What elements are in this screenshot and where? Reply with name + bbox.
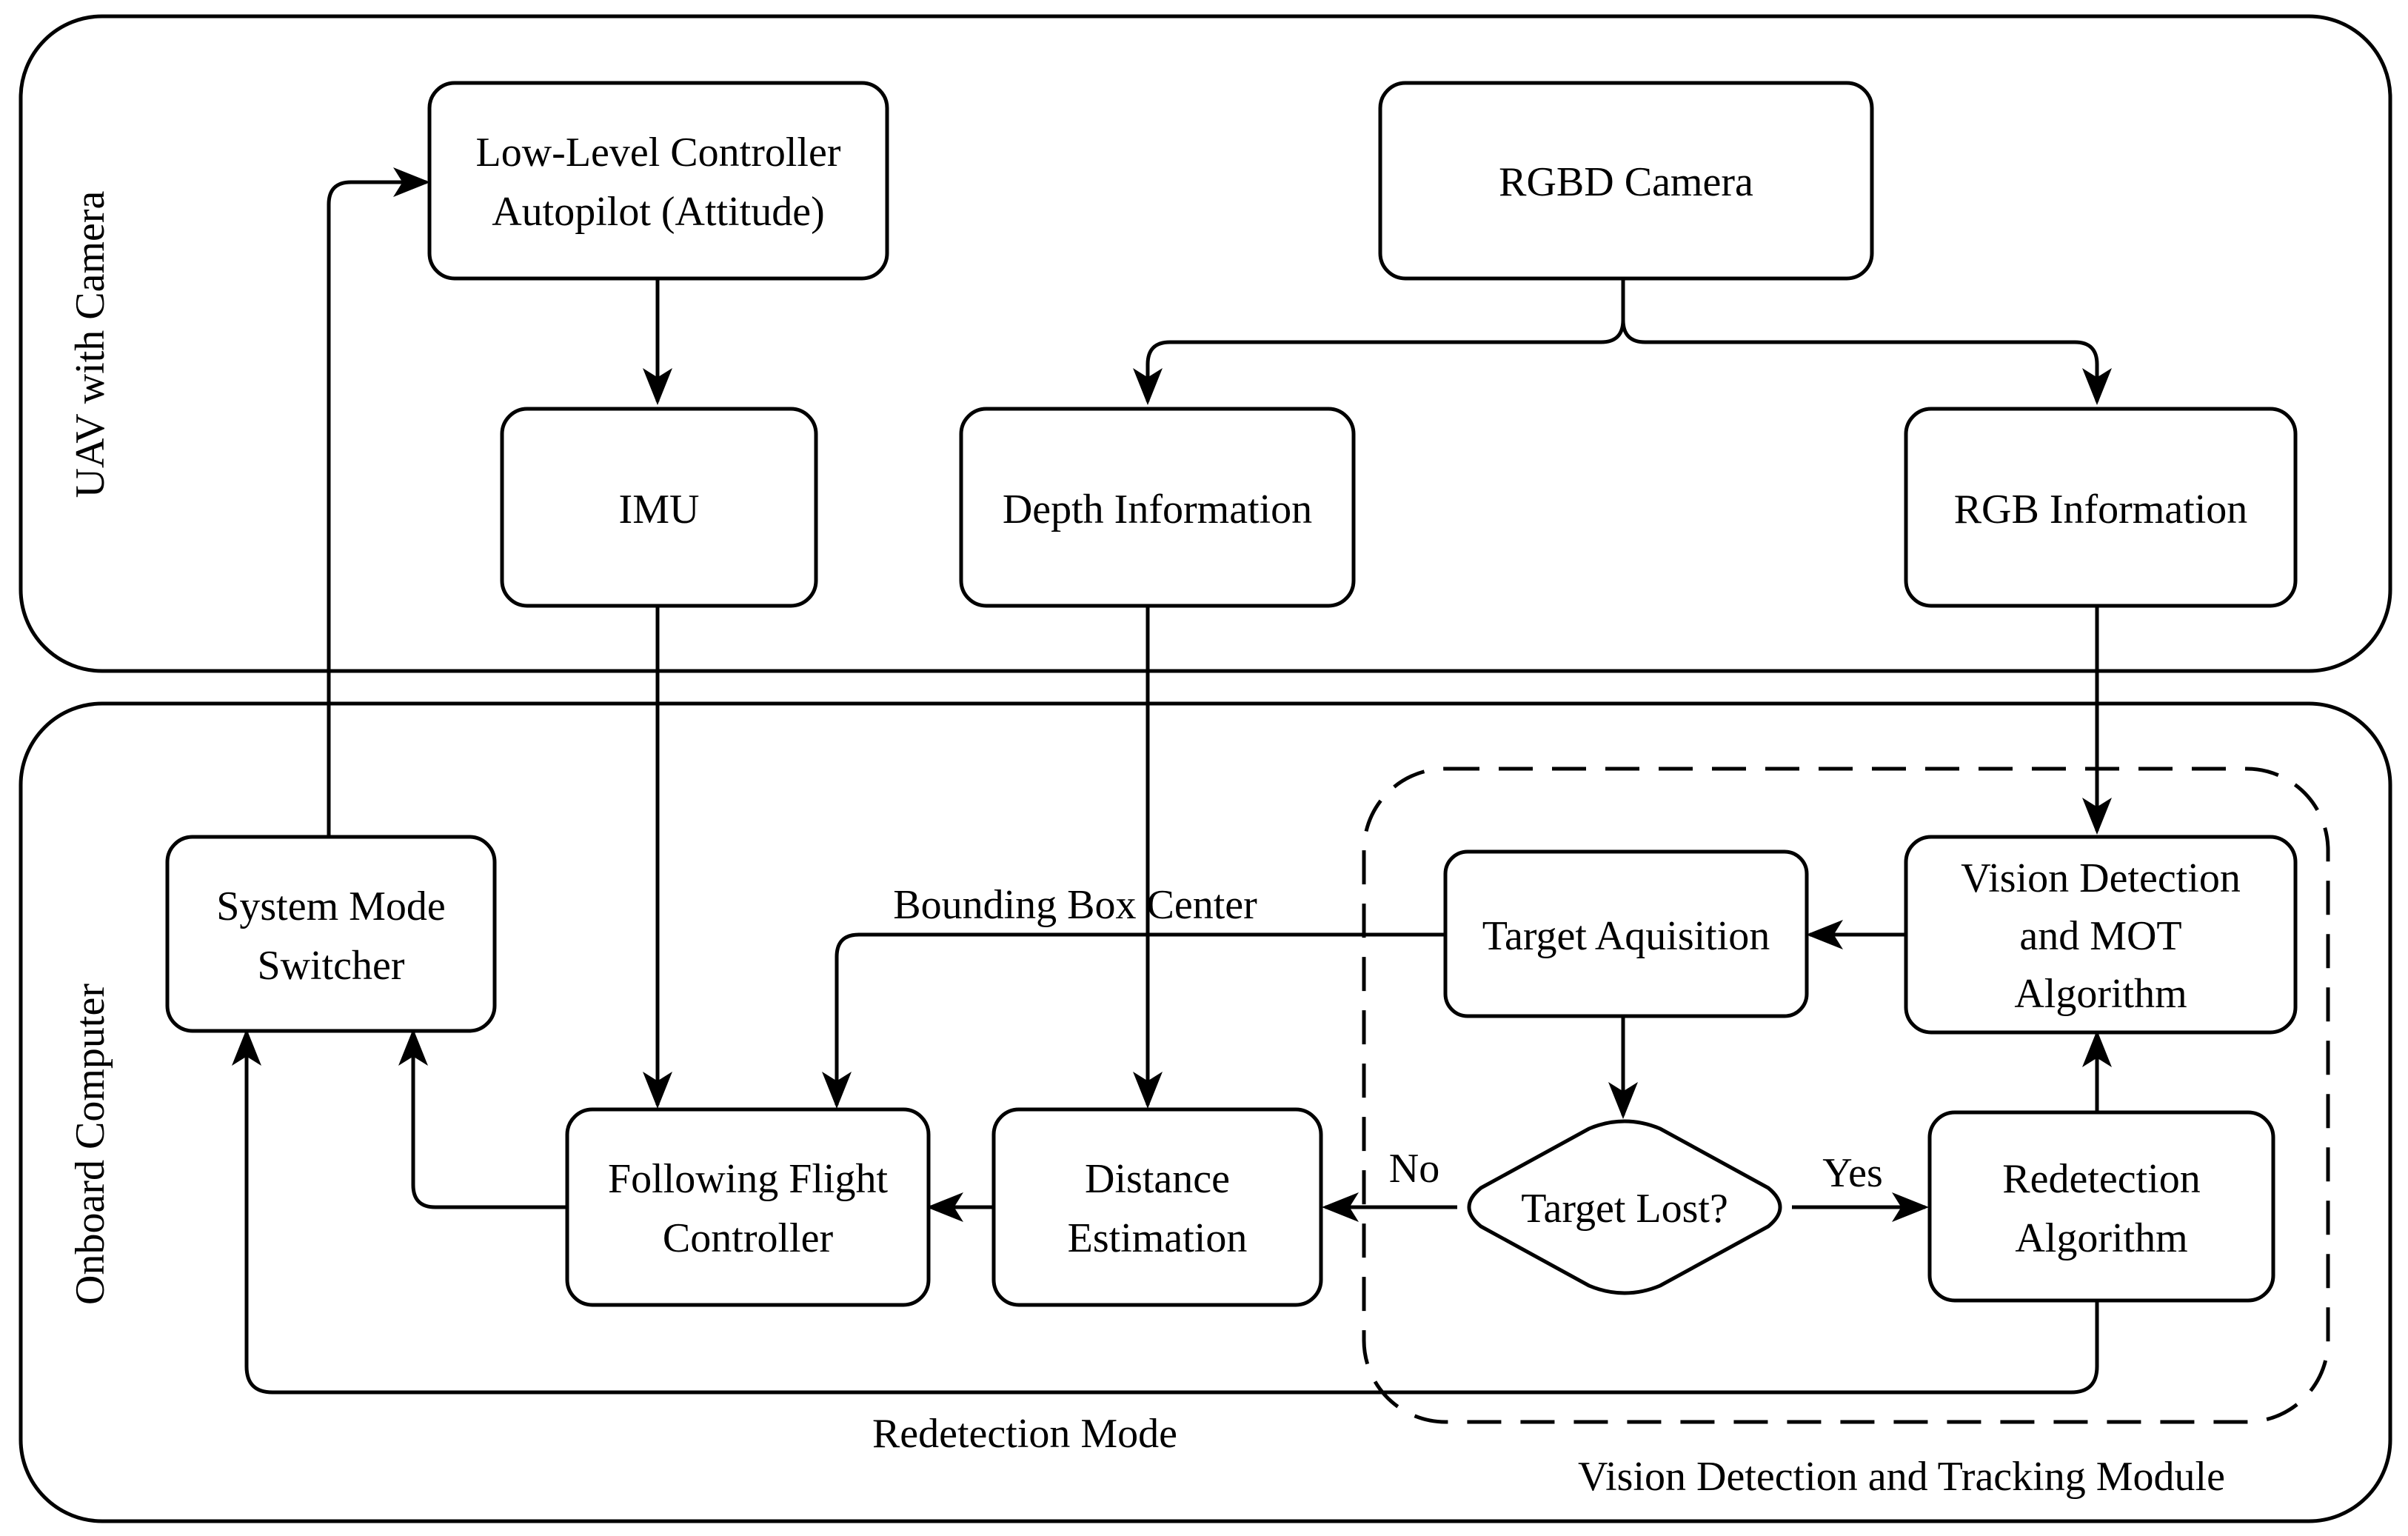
onboard-group-label: Onboard Computer — [67, 984, 113, 1305]
distance-estimation-node: Distance Estimation — [991, 1107, 1323, 1307]
system-mode-switcher-line-2: Switcher — [257, 943, 404, 989]
vision-module-label: Vision Detection and Tracking Module — [1578, 1454, 2225, 1500]
edge-camera-to-rgb — [1621, 319, 2112, 405]
following-flight-controller-line-2: Controller — [663, 1215, 834, 1261]
depth-information-text: Depth Information — [1003, 487, 1312, 532]
vision-detection-line-1: Vision Detection — [1961, 855, 2241, 901]
following-flight-controller-node: Following Flight Controller — [565, 1107, 931, 1307]
rgb-information-text: RGB Information — [1954, 487, 2248, 532]
rgbd-camera-node: RGBD Camera — [1378, 81, 1874, 281]
depth-information-node: Depth Information — [959, 407, 1356, 608]
redetection-algorithm-line-1: Redetection — [2002, 1156, 2200, 1202]
distance-estimation-line-2: Estimation — [1068, 1215, 1248, 1261]
target-acquisition-text: Target Aquisition — [1482, 913, 1770, 959]
following-flight-controller-line-1: Following Flight — [608, 1156, 889, 1202]
edge-camera-to-depth — [1133, 280, 1625, 405]
rgb-information-node: RGB Information — [1904, 407, 2298, 608]
edge-following-to-switcher — [398, 1029, 566, 1209]
edge-redetection-mode — [232, 1029, 2099, 1395]
vision-module-group — [1362, 767, 2330, 1424]
redetection-mode-label: Redetection Mode — [872, 1411, 1177, 1457]
redetection-algorithm-node: Redetection Algorithm — [1927, 1110, 2275, 1303]
target-lost-text: Target Lost? — [1521, 1186, 1728, 1232]
system-mode-switcher-line-1: System Mode — [216, 884, 446, 929]
edge-acquisition-to-following — [822, 932, 1444, 1109]
target-acquisition-node: Target Aquisition — [1443, 849, 1809, 1018]
onboard-group — [19, 701, 2392, 1523]
imu-node: IMU — [500, 407, 818, 608]
rgbd-camera-text: RGBD Camera — [1499, 159, 1753, 205]
imu-text: IMU — [619, 487, 700, 532]
low-level-controller-node: Low-Level Controller Autopilot (Attitude… — [427, 81, 889, 281]
low-level-controller-line-2: Autopilot (Attitude) — [492, 189, 825, 235]
no-label: No — [1389, 1146, 1439, 1192]
bounding-box-center-label: Bounding Box Center — [893, 882, 1257, 928]
redetection-algorithm-line-2: Algorithm — [2015, 1215, 2187, 1261]
low-level-controller-line-1: Low-Level Controller — [476, 130, 841, 176]
edge-switcher-to-lowlevel — [327, 167, 430, 837]
target-lost-decision-node: Target Lost? — [1467, 1119, 1782, 1295]
vision-detection-line-3: Algorithm — [2014, 971, 2187, 1017]
system-mode-switcher-node: System Mode Switcher — [165, 835, 497, 1033]
yes-label: Yes — [1822, 1150, 1882, 1196]
uav-group — [19, 14, 2392, 673]
vision-detection-line-2: and MOT — [2019, 913, 2181, 959]
distance-estimation-line-1: Distance — [1085, 1156, 1230, 1202]
uav-group-label: UAV with Camera — [67, 190, 113, 498]
vision-detection-node: Vision Detection and MOT Algorithm — [1904, 835, 2298, 1035]
